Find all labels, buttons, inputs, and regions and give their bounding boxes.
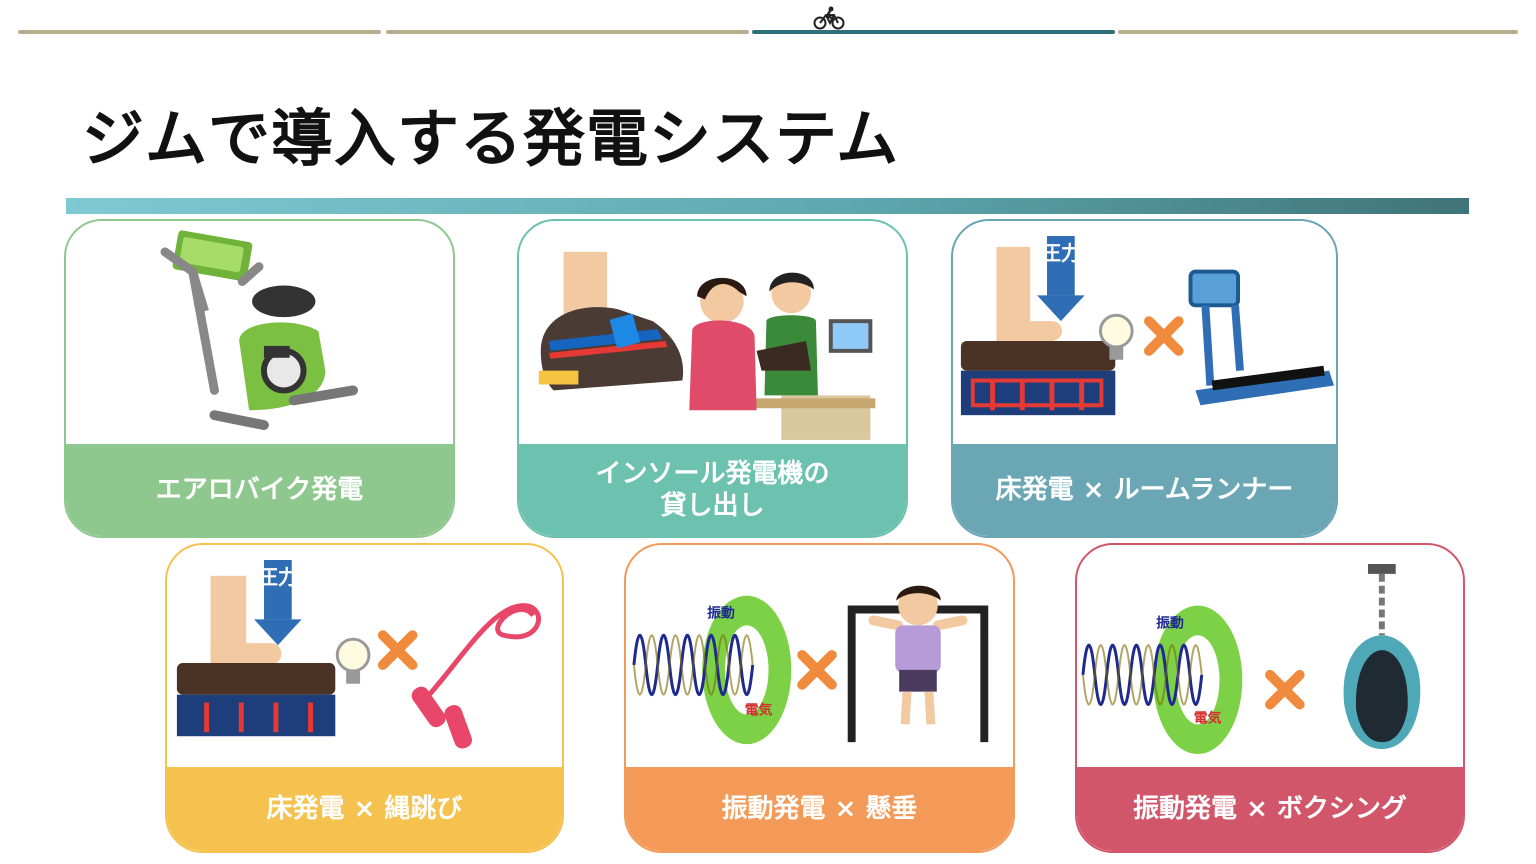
- card-insole-rental-text-1: インソール発電機の: [595, 458, 830, 489]
- card-vibration-boxing: 振動 電気 振動発電 × ボクシング: [1075, 543, 1465, 853]
- card-aerobike-text: エアロバイク発電: [155, 474, 364, 505]
- progress-segment-2: [386, 30, 749, 34]
- card-insole-rental-label: インソール発電機の 貸し出し: [519, 444, 906, 536]
- card-vibration-pullup-label: 振動発電 × 懸垂: [626, 767, 1013, 851]
- pressure-label-1: 圧力: [1041, 242, 1081, 265]
- title-underline: [66, 198, 1469, 214]
- slide-progress-bar: [18, 30, 1518, 36]
- card-floor-treadmill: 圧力 床発電 × ルームランナー: [951, 219, 1338, 538]
- treadmill-icon: 圧力: [960, 236, 1335, 416]
- jump-rope-icon: 圧力: [176, 560, 541, 749]
- card-floor-jumprope: 圧力 床発電 × 縄跳び: [165, 543, 564, 853]
- cross-icon: [797, 650, 837, 690]
- vibration-label-2: 振動: [1156, 614, 1184, 631]
- card-insole-rental: インソール発電機の 貸し出し: [517, 219, 908, 538]
- vibration-label-1: 振動: [707, 604, 735, 621]
- cross-icon: [377, 630, 418, 670]
- page-title: ジムで導入する発電システム: [82, 102, 900, 175]
- progress-segment-1: [18, 30, 381, 34]
- cross-icon: [1144, 316, 1184, 356]
- cross-icon: [1265, 669, 1305, 710]
- pull-up-bar-icon: 振動 電気: [632, 585, 989, 745]
- shoe-icon: [538, 251, 876, 440]
- exercise-bike-icon: [160, 230, 358, 431]
- card-aerobike: エアロバイク発電: [64, 219, 455, 538]
- punching-bag-icon: 振動 電気: [1081, 563, 1421, 755]
- card-vibration-pullup-text: 振動発電 × 懸垂: [721, 793, 918, 824]
- card-aerobike-label: エアロバイク発電: [66, 444, 453, 536]
- electric-label-1: 電気: [745, 701, 773, 718]
- card-floor-jumprope-text: 床発電 × 縄跳び: [266, 793, 463, 824]
- card-vibration-boxing-label: 振動発電 × ボクシング: [1077, 767, 1463, 851]
- card-floor-jumprope-label: 床発電 × 縄跳び: [167, 767, 562, 851]
- card-floor-treadmill-label: 床発電 × ルームランナー: [953, 444, 1336, 536]
- progress-segment-4: [1118, 30, 1518, 34]
- card-insole-rental-text-2: 貸し出し: [660, 491, 765, 521]
- electric-label-2: 電気: [1194, 709, 1222, 726]
- card-vibration-boxing-text: 振動発電 × ボクシング: [1133, 793, 1407, 824]
- bicycle-icon: [813, 6, 845, 30]
- card-floor-treadmill-text: 床発電 × ルームランナー: [995, 474, 1294, 505]
- card-vibration-pullup: 振動 電気 振動発電 × 懸垂: [624, 543, 1015, 853]
- progress-segment-3: [752, 30, 1115, 34]
- pressure-label-2: 圧力: [258, 566, 298, 589]
